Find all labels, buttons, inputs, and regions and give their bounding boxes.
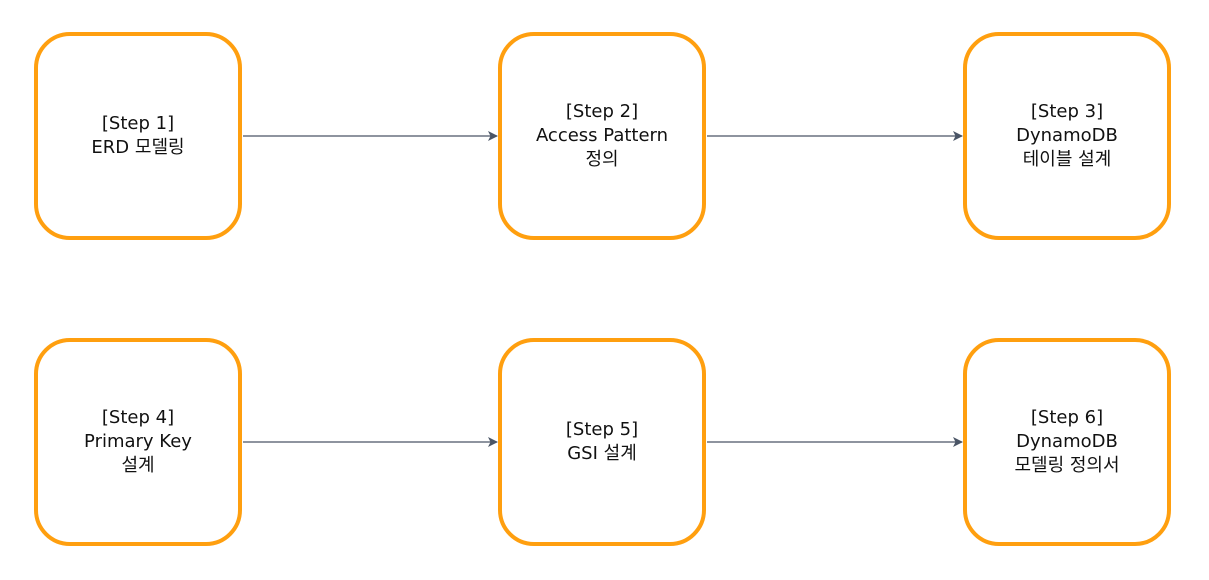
step-1-box[interactable]: [Step 1] ERD 모델링 — [34, 32, 242, 240]
step-3-box[interactable]: [Step 3] DynamoDB 테이블 설계 — [963, 32, 1171, 240]
step-3-line-1: [Step 3] — [1030, 101, 1104, 122]
step-6-line-3: 모델링 정의서 — [1014, 455, 1120, 476]
step-2-line-2: Access Pattern — [535, 125, 669, 146]
step-2-line-3: 정의 — [585, 149, 619, 170]
step-5-line-2: GSI 설계 — [567, 443, 637, 464]
step-3-line-2: DynamoDB — [1016, 125, 1118, 146]
step-2-box[interactable]: [Step 2] Access Pattern 정의 — [498, 32, 706, 240]
step-6-line-1: [Step 6] — [1030, 407, 1104, 428]
step-3-line-3: 테이블 설계 — [1022, 149, 1112, 170]
step-1-line-2: ERD 모델링 — [91, 137, 185, 158]
step-4-box[interactable]: [Step 4] Primary Key 설계 — [34, 338, 242, 546]
step-1-line-1: [Step 1] — [101, 113, 175, 134]
step-4-line-1: [Step 4] — [101, 407, 175, 428]
step-4-line-3: 설계 — [121, 455, 155, 476]
step-6-box[interactable]: [Step 6] DynamoDB 모델링 정의서 — [963, 338, 1171, 546]
step-6-line-2: DynamoDB — [1016, 431, 1118, 452]
step-5-box[interactable]: [Step 5] GSI 설계 — [498, 338, 706, 546]
step-4-line-2: Primary Key — [84, 431, 192, 452]
step-2-line-1: [Step 2] — [565, 101, 639, 122]
step-5-line-1: [Step 5] — [565, 419, 639, 440]
